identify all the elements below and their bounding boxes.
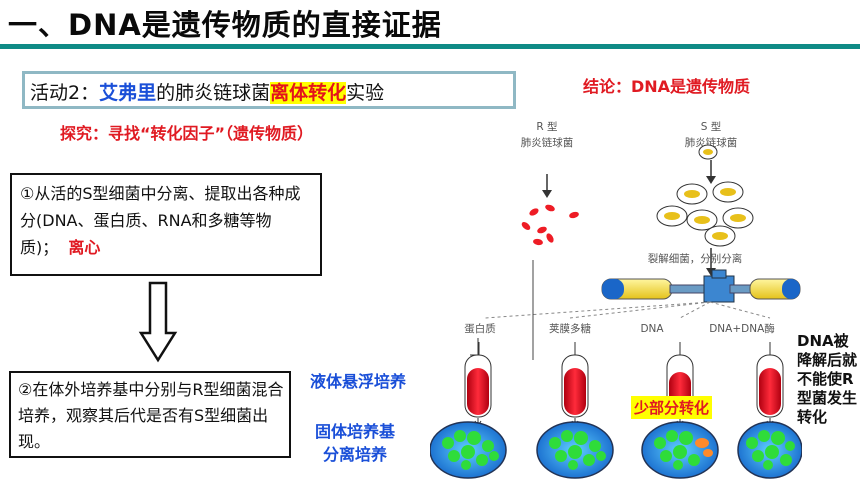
dna-degraded-note: DNA被降解后就不能使R型菌发生转化 [797, 332, 858, 426]
solid-culture-label: 固体培养基分离培养 [315, 420, 395, 466]
separation-apparatus-icon [601, 269, 801, 303]
down-arrow-icon [138, 281, 178, 363]
culture-tubes [464, 338, 784, 427]
activity-middle: 的肺炎链球菌 [156, 82, 271, 104]
step1-body: ①从活的S型细菌中分离、提取出各种成分(DNA、蛋白质、RNA和多糖等物质)； [20, 184, 301, 257]
activity-box [22, 71, 516, 109]
r-bacteria-icon [521, 204, 579, 246]
distribution-lines [484, 301, 771, 319]
dish-protein [430, 421, 507, 479]
s-strain-line1: S 型 [701, 120, 722, 133]
solid-culture-line1: 固体培养基 [315, 422, 396, 441]
experiment-diagram: R 型 肺炎链球菌 S 型 肺炎链球菌 [430, 120, 802, 479]
lysis-label: 裂解细菌，分别分离 [648, 252, 743, 265]
activity-suffix: 实验 [346, 82, 385, 104]
step2-box [9, 371, 291, 458]
explore-text: 探究：寻找“转化因子”（遗传物质） [60, 124, 314, 143]
partial-transformation-badge: 少部分转化 [631, 396, 713, 419]
s-bacteria-icon [656, 144, 754, 247]
step1-highlight: 离心 [68, 238, 101, 257]
r-arrow-icon [542, 174, 552, 198]
s-colony-icon [695, 438, 709, 448]
fraction-dna: DNA [640, 323, 664, 335]
page-title: 一、DNA是遗传物质的直接证据 [8, 8, 442, 42]
activity-heading: 活动2：艾弗里的肺炎链球菌离体转化实验 [30, 78, 384, 105]
fraction-polysaccharide: 荚膜多糖 [549, 322, 591, 335]
fraction-dna-dnase: DNA+DNA酶 [709, 322, 775, 335]
s-strain-line2: 肺炎链球菌 [685, 136, 738, 149]
step1-box [10, 173, 322, 276]
activity-prefix: 活动2： [30, 82, 100, 104]
s-arrow-icon [706, 160, 716, 184]
conclusion-text: 结论：DNA是遗传物质 [583, 77, 751, 96]
r-strain-line2: 肺炎链球菌 [521, 136, 574, 149]
petri-dishes [430, 421, 802, 479]
dish-dna [641, 421, 719, 479]
title-underline [0, 44, 860, 49]
dish-polysaccharide [536, 421, 614, 479]
r-strain-line1: R 型 [536, 120, 557, 133]
activity-scientist: 艾弗里 [99, 82, 157, 104]
fraction-protein: 蛋白质 [464, 322, 496, 335]
activity-highlight: 离体转化 [270, 82, 347, 104]
step2-text: ②在体外培养基中分别与R型细菌混合培养，观察其后代是否有S型细菌出现。 [18, 380, 284, 451]
solid-culture-line2: 分离培养 [323, 445, 388, 464]
step1-text: ①从活的S型细菌中分离、提取出各种成分(DNA、蛋白质、RNA和多糖等物质)； … [20, 180, 316, 261]
liquid-culture-label: 液体悬浮培养 [310, 372, 407, 391]
dish-dna-dnase [737, 421, 802, 479]
